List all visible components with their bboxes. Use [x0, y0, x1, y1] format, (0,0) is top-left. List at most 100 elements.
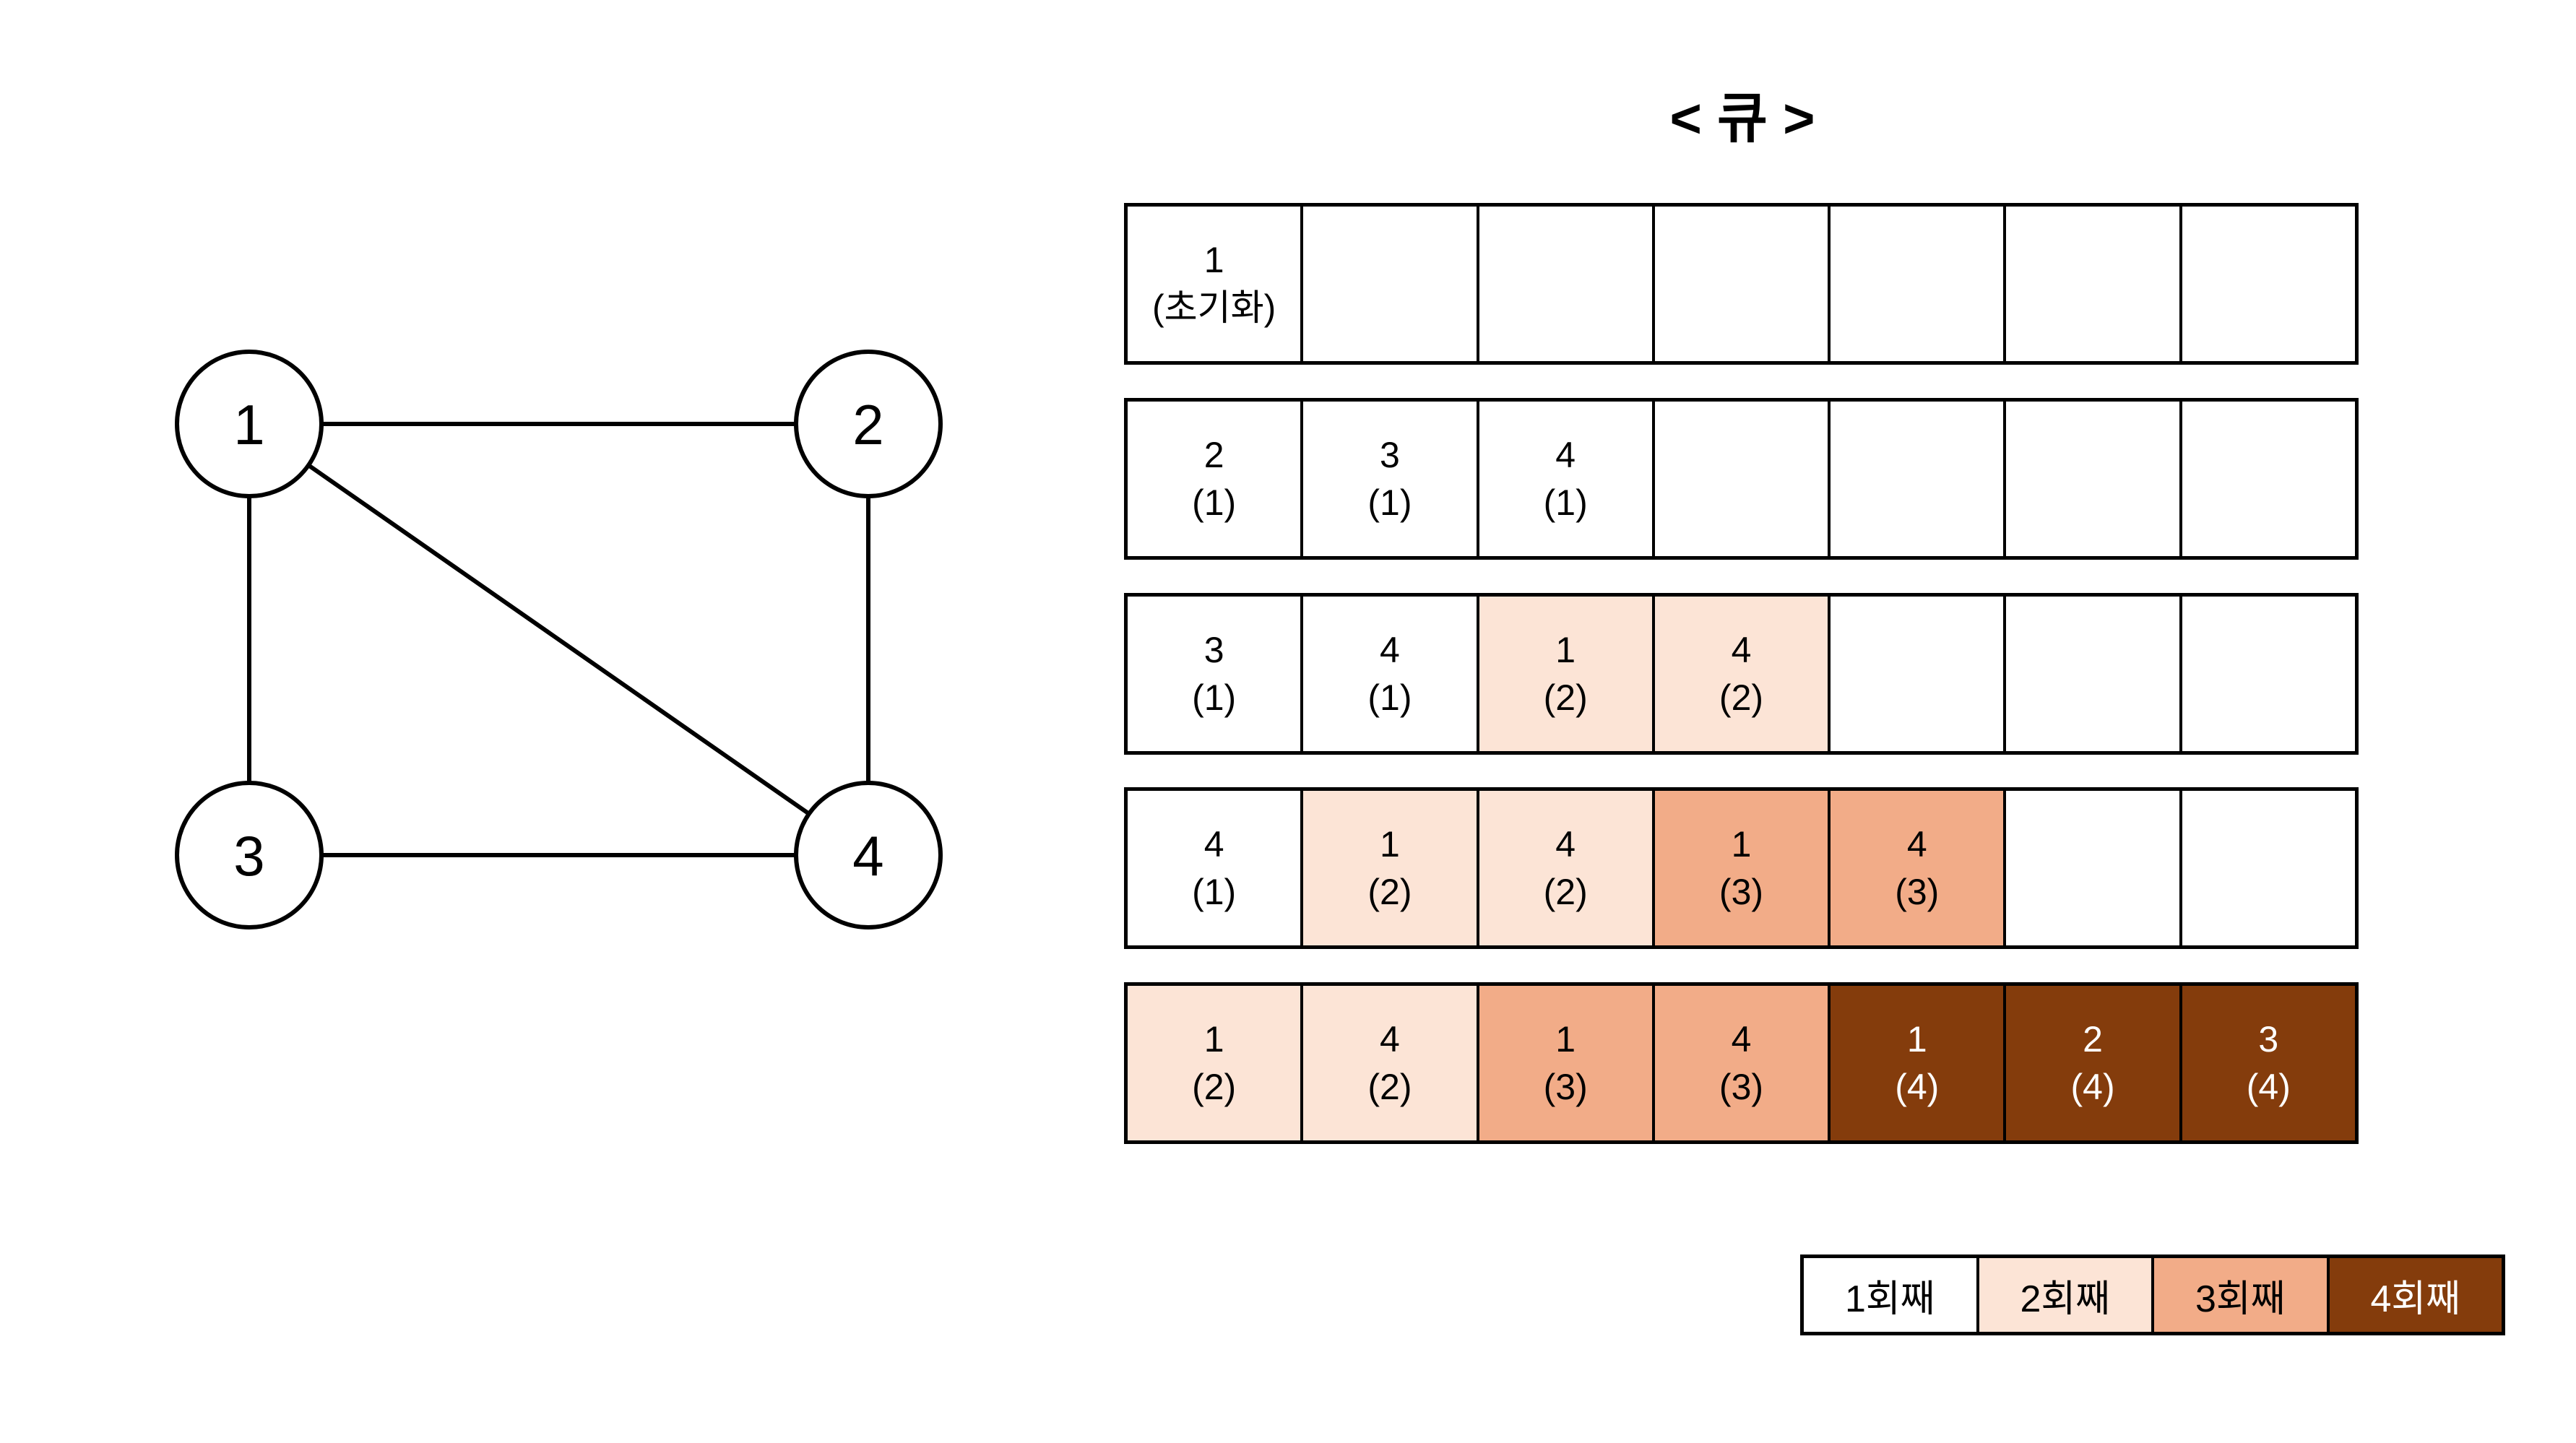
node-circle [794, 350, 943, 498]
node-circle [175, 781, 324, 930]
queue-cell-empty [2182, 402, 2355, 556]
queue-cell-empty [1654, 207, 1831, 361]
queue-cell: 4(1) [1128, 791, 1304, 945]
node-circle [794, 781, 943, 930]
edge-1-4 [307, 463, 811, 816]
cell-round-note: (1) [1192, 482, 1237, 523]
queue-cell: 4(2) [1654, 597, 1831, 751]
queue-cell-empty [2006, 207, 2182, 361]
queue-cell-empty [2006, 791, 2182, 945]
node-label: 1 [233, 393, 264, 456]
cell-node-value: 3 [1203, 630, 1224, 670]
cell-round-note: (3) [1895, 872, 1940, 912]
cell-round-note: (2) [1719, 677, 1764, 718]
queue-row-5: 1(2)4(2)1(3)4(3)1(4)2(4)3(4) [1124, 982, 2359, 1144]
queue-row-2: 2(1)3(1)4(1) [1124, 398, 2359, 560]
cell-round-note: (3) [1543, 1067, 1588, 1107]
queue-cell-empty [2006, 597, 2182, 751]
queue-title: < 큐 > [1669, 88, 1815, 150]
cell-round-note: (1) [1367, 482, 1412, 523]
cell-round-note: (3) [1719, 1067, 1764, 1107]
cell-round-note: (4) [2070, 1067, 2115, 1107]
cell-node-value: 1 [1906, 1019, 1927, 1060]
cell-node-value: 3 [2258, 1019, 2279, 1060]
cell-node-value: 1 [1555, 630, 1576, 670]
queue-row-1: 1 (초기화) [1124, 203, 2359, 365]
graph-node-3: 3 [175, 781, 324, 930]
legend-item-round-3: 3회째 [2154, 1258, 2330, 1332]
queue-cell-empty [1654, 402, 1831, 556]
cell-round-note: (1) [1192, 872, 1237, 912]
cell-node-value: 4 [1731, 1019, 1752, 1060]
cell-node-value: 1 [1203, 240, 1224, 280]
queue-cell: 2(4) [2006, 986, 2182, 1140]
queue-cell: 1(4) [1831, 986, 2007, 1140]
queue-cell: 4(2) [1303, 986, 1479, 1140]
queue-cell: 1 (초기화) [1128, 207, 1304, 361]
cell-node-value: 1 [1555, 1019, 1576, 1060]
queue-row-4: 4(1)1(2)4(2)1(3)4(3) [1124, 787, 2359, 949]
cell-round-note: (1) [1192, 677, 1237, 718]
cell-node-value: 1 [1731, 824, 1752, 864]
graph-node-1: 1 [175, 350, 324, 498]
cell-node-value: 3 [1380, 435, 1400, 475]
cell-node-value: 1 [1380, 824, 1400, 864]
queue-cell: 1(2) [1303, 791, 1479, 945]
queue-cell-empty [1831, 402, 2007, 556]
queue-cell: 4(3) [1654, 986, 1831, 1140]
queue-cell: 3(4) [2182, 986, 2355, 1140]
cell-round-note: (2) [1192, 1067, 1237, 1107]
cell-node-value: 4 [1380, 630, 1400, 670]
queue-cell: 3(1) [1303, 402, 1479, 556]
cell-node-value: 4 [1555, 824, 1576, 864]
cell-round-note: (3) [1719, 872, 1764, 912]
queue-cell: 1(3) [1654, 791, 1831, 945]
queue-cell-empty [2182, 597, 2355, 751]
queue-cell: 4(2) [1479, 791, 1655, 945]
queue-cell: 1(2) [1128, 986, 1304, 1140]
cell-node-value: 4 [1555, 435, 1576, 475]
cell-round-note: (1) [1543, 482, 1588, 523]
cell-node-value: 2 [2083, 1019, 2103, 1060]
cell-round-note: (2) [1367, 1067, 1412, 1107]
legend-item-round-4: 4회째 [2329, 1258, 2502, 1332]
cell-round-note: (2) [1543, 677, 1588, 718]
queue-row-3: 3(1)4(1)1(2)4(2) [1124, 593, 2359, 755]
node-label: 3 [233, 824, 264, 888]
cell-round-note: (2) [1367, 872, 1412, 912]
cell-round-note: (4) [2246, 1067, 2291, 1107]
queue-cell-empty [2182, 791, 2355, 945]
queue-cell: 3(1) [1128, 597, 1304, 751]
queue-cell: 1(2) [1479, 597, 1655, 751]
graph-node-2: 2 [794, 350, 943, 498]
legend-item-round-1: 1회째 [1804, 1258, 1979, 1332]
queue-cell-empty [1831, 207, 2007, 361]
queue-cell-empty [2006, 402, 2182, 556]
cell-node-value: 1 [1203, 1019, 1224, 1060]
cell-node-value: 2 [1203, 435, 1224, 475]
queue-cell-empty [1831, 597, 2007, 751]
queue-cell: 1(3) [1479, 986, 1655, 1140]
queue-cell: 4(1) [1303, 597, 1479, 751]
graph-diagram: 1 2 3 4 [175, 350, 943, 930]
queue-cell-empty [1303, 207, 1479, 361]
graph-node-4: 4 [794, 781, 943, 930]
cell-round-note: (1) [1367, 677, 1412, 718]
queue-cell-empty [1479, 207, 1655, 361]
cell-node-value: 4 [1380, 1019, 1400, 1060]
cell-round-note: (2) [1543, 872, 1588, 912]
node-circle [175, 350, 324, 498]
node-label: 2 [852, 393, 883, 456]
cell-round-note: (초기화) [1151, 287, 1276, 328]
queue-cell: 4(3) [1831, 791, 2007, 945]
queue-cell-empty [2182, 207, 2355, 361]
cell-node-value: 4 [1731, 630, 1752, 670]
queue-cell: 2(1) [1128, 402, 1304, 556]
cell-node-value: 4 [1203, 824, 1224, 864]
cell-round-note: (4) [1895, 1067, 1940, 1107]
node-label: 4 [852, 824, 883, 888]
legend-item-round-2: 2회째 [1979, 1258, 2154, 1332]
queue-cell: 4(1) [1479, 402, 1655, 556]
cell-node-value: 4 [1906, 824, 1927, 864]
